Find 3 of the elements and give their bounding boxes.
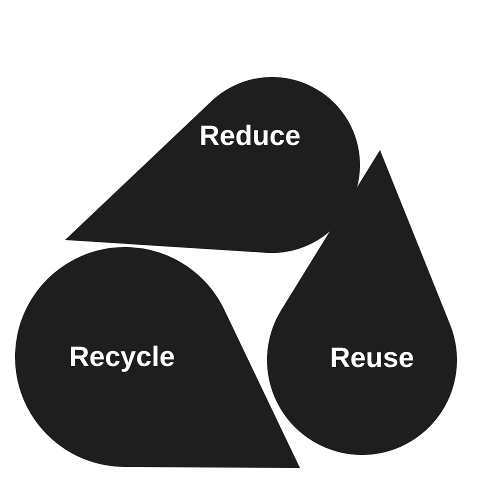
node-label: Reuse [330,342,414,374]
node-label: Reduce [199,120,301,152]
node-label: Recycle [69,341,175,373]
